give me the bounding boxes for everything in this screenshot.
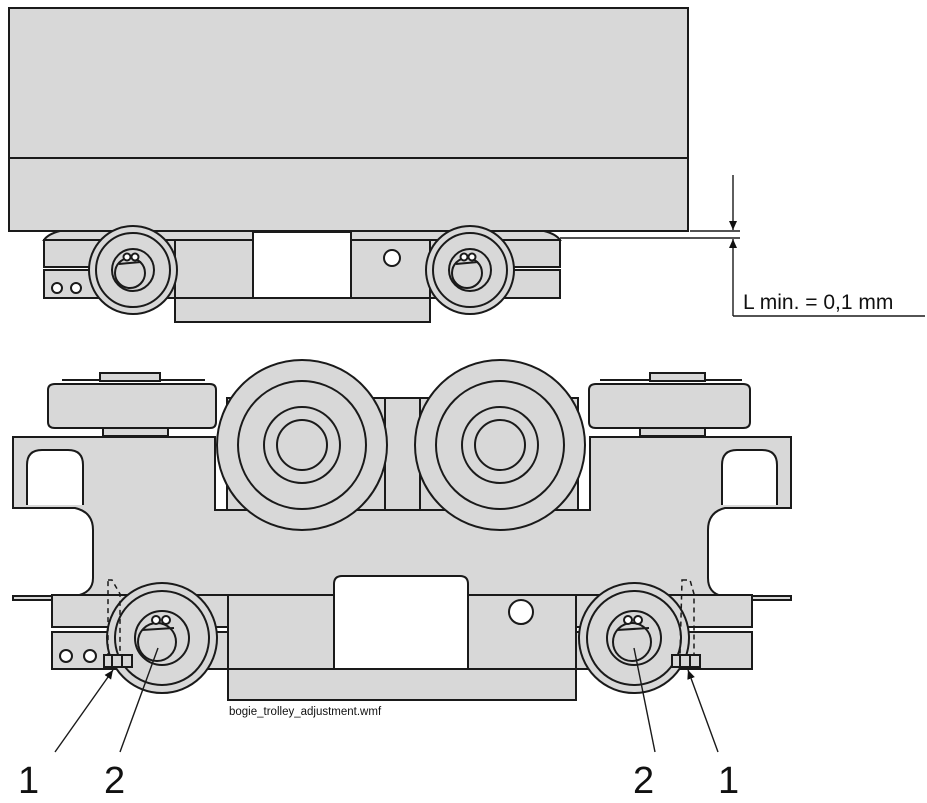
callout-label: 1	[18, 760, 39, 802]
callout-label: 1	[718, 760, 739, 802]
trolley-side-view	[42, 225, 562, 323]
callout-leader-2-right	[633, 647, 656, 753]
bottom-view: 1 2 2 1 bogie_trolley_adjustment.wmf	[12, 359, 792, 802]
callout-leader-2-left	[119, 647, 159, 753]
roller-right-top	[425, 225, 515, 315]
wheel-left	[216, 359, 388, 531]
callout-leader-1-right	[687, 669, 719, 753]
slot-right	[721, 449, 778, 505]
callout-label: 2	[104, 760, 125, 802]
small-hole	[51, 282, 63, 294]
small-hole	[508, 599, 534, 625]
small-hole	[59, 649, 73, 663]
wheel-right	[414, 359, 586, 531]
carriage-block	[8, 7, 689, 232]
roller-left-top	[88, 225, 178, 315]
roller-right-bottom	[578, 582, 690, 694]
small-hole	[70, 282, 82, 294]
lower-center-window	[333, 575, 469, 670]
roller-left-bottom	[106, 582, 218, 694]
gap-dimension: L min. = 0,1 mm	[560, 175, 925, 317]
slot-left	[26, 449, 84, 505]
small-hole	[83, 649, 97, 663]
gap-dimension-label: L min. = 0,1 mm	[743, 291, 893, 314]
clamp-screw-right	[671, 579, 701, 668]
guide-block-left	[47, 372, 217, 437]
center-window	[252, 231, 352, 299]
top-view: L min. = 0,1 mm	[8, 7, 925, 323]
callout-label: 2	[633, 760, 654, 802]
clamp-screw-left	[103, 579, 133, 668]
file-name-label: bogie_trolley_adjustment.wmf	[229, 706, 382, 718]
callout-leader-1-left	[54, 669, 114, 753]
small-hole	[383, 249, 401, 267]
guide-block-right	[588, 372, 751, 437]
